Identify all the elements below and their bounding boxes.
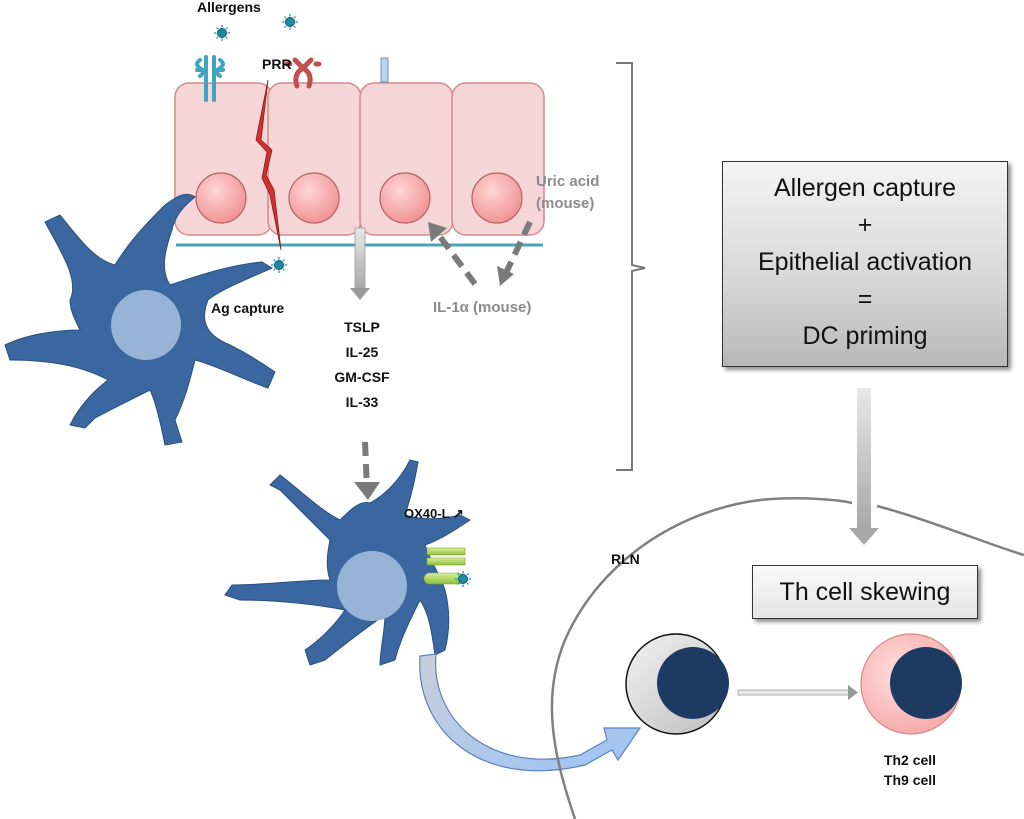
summary-line: Allergen capture (773, 174, 957, 202)
th9-cell-label: Th9 cell (884, 772, 936, 788)
dc-priming-summary-box: Allergen capture + Epithelial activation… (722, 161, 1008, 367)
epithelial-nucleus (379, 172, 431, 224)
cytokine-release-arrow (350, 227, 370, 300)
allergen-icon (213, 24, 231, 42)
cytokine-label: IL-33 (346, 394, 379, 410)
bracket (616, 62, 646, 471)
cytokine-label: GM-CSF (334, 369, 390, 385)
uric-acid-arrow (502, 220, 533, 277)
cytokine-to-dc-arrow (362, 441, 370, 491)
uric-acid-arrowhead (497, 266, 514, 286)
il1a-label: IL-1α (mouse) (433, 299, 531, 316)
dc-nucleus (111, 290, 181, 360)
captured-allergen-icon (270, 256, 288, 274)
dendritic-cell-primed (224, 459, 471, 666)
transition-arrow (737, 685, 858, 700)
ag-capture-label: Ag capture (211, 300, 284, 316)
epithelial-nucleus (195, 172, 247, 224)
prr-label: PRR (262, 56, 292, 72)
channel-receptor-icon (380, 57, 389, 83)
epithelial-nucleus (288, 172, 340, 224)
dc-nucleus (337, 551, 407, 621)
th2-cell-label: Th2 cell (884, 752, 936, 768)
mhc-bar-icon (426, 547, 466, 556)
allergen-icon (281, 13, 299, 31)
uric-acid-label: Uric acid (536, 173, 599, 190)
epithelial-nucleus (471, 172, 523, 224)
ox40l-label: OX40-L ↗ (404, 506, 464, 521)
cytokine-label: TSLP (344, 319, 380, 335)
summary-line: DC priming (802, 322, 928, 350)
naive-t-cell (625, 633, 729, 735)
summary-line: = (857, 285, 873, 313)
prr-receptor-icon (284, 57, 322, 89)
lymph-node-boundary (550, 497, 1024, 819)
priming-to-skewing-arrow (849, 388, 879, 545)
cytokine-to-dc-arrowhead (354, 482, 380, 500)
cytokine-label: IL-25 (346, 344, 379, 360)
summary-line: + (857, 211, 873, 239)
th-cell-skewing-box: Th cell skewing (752, 565, 978, 619)
mhc-bar-icon (426, 557, 466, 566)
allergens-label: Allergens (197, 0, 261, 15)
uric-acid-mouse-label: (mouse) (536, 195, 594, 212)
il1a-arrow (435, 232, 478, 286)
migration-arrow (419, 653, 642, 772)
th2-t-cell (860, 633, 962, 735)
receptor-icon (195, 55, 225, 102)
summary-line: Epithelial activation (757, 248, 972, 276)
dendritic-cell-immature (4, 193, 276, 446)
il1a-arrowhead (428, 222, 447, 242)
rln-label: RLN (611, 551, 640, 567)
epithelial-lesion-icon (255, 79, 282, 251)
epithelium (174, 82, 545, 236)
